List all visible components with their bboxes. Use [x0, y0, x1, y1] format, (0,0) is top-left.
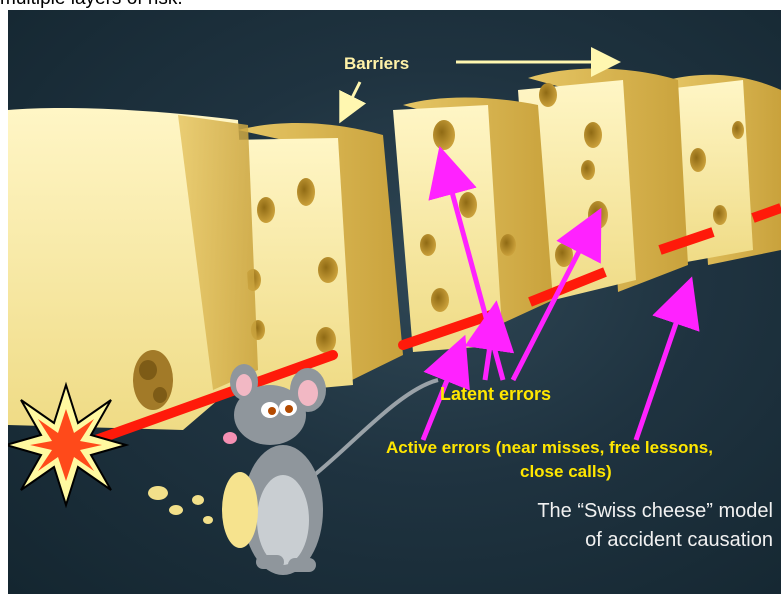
- active-errors-label-line2: close calls): [520, 462, 612, 482]
- cheese-slice-1: [8, 108, 258, 430]
- cheese-slice-3: [393, 98, 553, 353]
- cheese-crumbs: [148, 486, 213, 524]
- model-title-line2: of accident causation: [585, 529, 773, 552]
- top-caption: multiple layers of risk.: [0, 0, 183, 10]
- latent-errors-label: Latent errors: [440, 384, 551, 405]
- model-title-line1: The “Swiss cheese” model: [537, 500, 773, 523]
- explosion-icon: [8, 385, 126, 505]
- rat-icon: [222, 364, 438, 575]
- barriers-label: Barriers: [344, 54, 409, 74]
- active-errors-label-line1: Active errors (near misses, free lessons…: [386, 438, 713, 458]
- cheese-slice-icon: [222, 472, 258, 548]
- swiss-cheese-illustration: Barriers Latent errors Active errors (ne…: [8, 10, 781, 594]
